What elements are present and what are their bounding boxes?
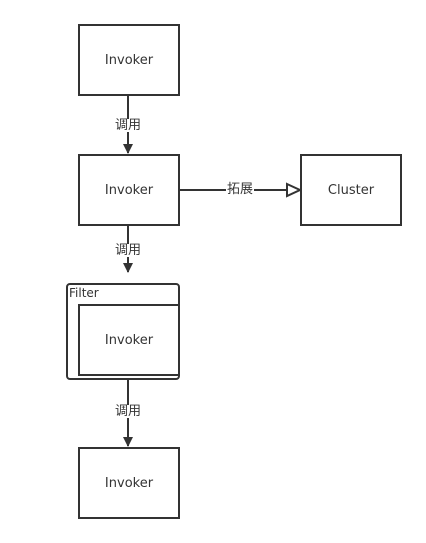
edge-call-2-label: 调用 <box>114 243 143 258</box>
node-cluster: Cluster <box>300 154 402 226</box>
edge-extend-hollow-arrow <box>286 182 303 198</box>
edge-extend-label: 拓展 <box>226 182 255 197</box>
filter-group-title: Filter <box>69 286 99 300</box>
node-invoker-filter: Invoker <box>78 304 180 376</box>
node-invoker-mid: Invoker <box>78 154 180 226</box>
edge-call-1-label: 调用 <box>114 118 143 133</box>
node-invoker-bottom: Invoker <box>78 447 180 519</box>
edge-call-3-label: 调用 <box>114 404 143 419</box>
node-invoker-top: Invoker <box>78 24 180 96</box>
